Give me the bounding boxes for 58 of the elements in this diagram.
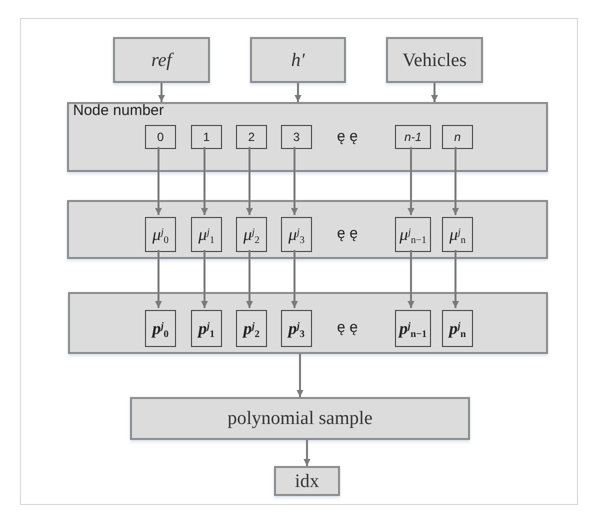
arrow	[155, 147, 162, 215]
variable-box	[395, 310, 431, 347]
variable-box	[191, 217, 222, 252]
ellipsis: ę ę	[337, 226, 358, 241]
variable-box	[236, 310, 267, 347]
variable-box	[442, 217, 473, 252]
process-box	[130, 397, 470, 440]
node-number-box	[191, 125, 222, 149]
box-label: ref	[151, 50, 172, 70]
arrow	[246, 147, 253, 215]
variable-box	[281, 217, 312, 252]
band-box	[67, 200, 548, 259]
box-label: 0	[157, 131, 164, 143]
variable-box	[281, 310, 312, 347]
ellipsis: ę ę	[337, 320, 358, 335]
arrow	[296, 354, 304, 397]
box-label: n	[454, 131, 461, 143]
arrow	[201, 147, 208, 215]
variable-box	[395, 217, 431, 252]
arrow	[155, 250, 162, 308]
box-label: 1	[203, 131, 210, 143]
arrow	[291, 147, 298, 215]
variable-box	[236, 217, 267, 252]
arrow	[408, 250, 414, 308]
node-number-box	[236, 125, 267, 149]
arrow	[291, 250, 298, 308]
process-box	[113, 37, 210, 83]
box-label: polynomial sample	[227, 409, 373, 428]
arrow	[452, 250, 459, 308]
ellipsis: ę ę	[337, 129, 358, 144]
arrow	[408, 147, 414, 215]
arrow	[304, 440, 310, 466]
variable-box	[145, 217, 176, 252]
node-number-box	[395, 125, 431, 149]
box-label: 3	[293, 131, 300, 143]
arrow	[431, 83, 438, 102]
process-box	[250, 37, 346, 83]
variable-box	[145, 310, 176, 347]
band-title: Node number	[73, 103, 164, 118]
box-label: Vehicles	[402, 50, 467, 70]
process-box	[274, 466, 340, 496]
box-label: 2	[248, 131, 255, 143]
variable-box	[442, 310, 473, 347]
arrow	[452, 147, 459, 215]
node-number-box	[442, 125, 473, 149]
arrow	[294, 83, 302, 102]
band-box	[67, 102, 548, 172]
arrow	[201, 250, 208, 308]
node-number-box	[145, 125, 176, 149]
box-label: idx	[294, 472, 320, 490]
arrow	[246, 250, 253, 308]
variable-box	[191, 310, 222, 347]
box-label: n-1	[404, 131, 422, 143]
arrow	[158, 83, 165, 102]
node-number-box	[281, 125, 312, 149]
box-label: h′	[291, 50, 305, 70]
process-box	[386, 37, 483, 83]
band-box	[68, 292, 548, 354]
